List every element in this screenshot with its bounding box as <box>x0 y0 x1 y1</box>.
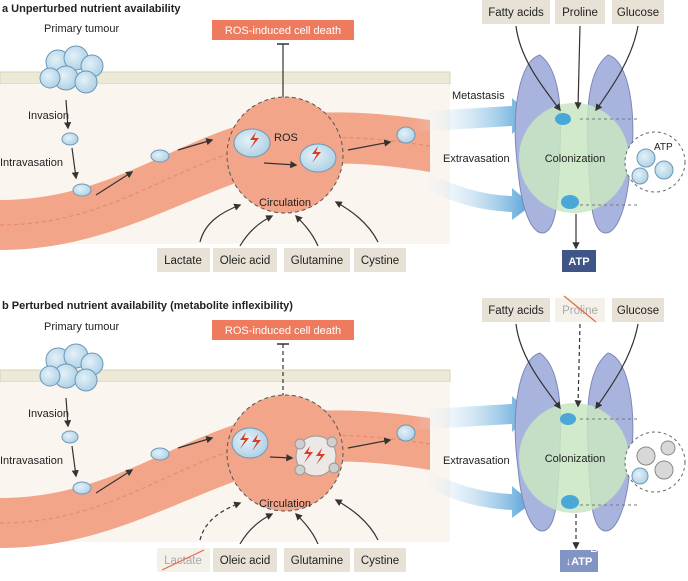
atp-output-a: ATP <box>562 250 596 272</box>
svg-text:Fatty acids: Fatty acids <box>488 7 544 19</box>
nutrient-proline-a: Proline <box>555 0 605 24</box>
nutrient-glucose-b: Glucose <box>612 298 664 322</box>
nutrient-glutamine-b: Glutamine <box>284 548 350 572</box>
zoom-cell-cluster-b <box>624 431 686 493</box>
panel-b-title: b Perturbed nutrient availability (metab… <box>2 300 293 312</box>
atp-output-b: ↓ATP <box>560 550 598 572</box>
primary-tumour-label-b: Primary tumour <box>44 321 120 333</box>
ros-label-a: ROS <box>274 132 298 144</box>
proline-strike <box>563 295 597 323</box>
ros-box-a <box>212 20 354 40</box>
colonization-circle-b <box>519 403 629 513</box>
primary-tumour-a <box>39 45 104 94</box>
svg-text:Oleic acid: Oleic acid <box>220 555 271 567</box>
extravasation-arrow-a <box>412 165 532 220</box>
invading-cell-b <box>61 430 79 444</box>
svg-text:Lactate: Lactate <box>164 555 202 567</box>
ros-box-label-b: ROS-induced cell death <box>225 325 341 337</box>
metastasis-arrow-a <box>412 98 532 134</box>
colonizing-cell-2-b <box>561 495 579 509</box>
dying-cell-b <box>294 435 340 477</box>
nutrient-oleic-acid-b: Oleic acid <box>213 548 277 572</box>
nutrient-fatty-acids-a: Fatty acids <box>482 0 550 24</box>
colonization-label-a: Colonization <box>545 153 606 165</box>
panel-b: b Perturbed nutrient availability (metab… <box>0 295 686 572</box>
zoom-cell-cluster-a <box>624 131 686 193</box>
primary-tumour-b <box>39 343 104 392</box>
circulation-circle-a <box>226 96 344 214</box>
svg-text:Cystine: Cystine <box>361 255 399 267</box>
nutrient-glucose-a: Glucose <box>612 0 664 24</box>
ros-box-b <box>212 320 354 340</box>
invasion-label-a: Invasion <box>28 110 69 122</box>
circulation-label-a: Circulation <box>259 197 311 209</box>
nutrient-cystine-b: Cystine <box>354 548 406 572</box>
invading-cell-a <box>61 132 79 146</box>
circulation-label-b: Circulation <box>259 498 311 510</box>
panel-a-title: a Unperturbed nutrient availability <box>2 3 181 15</box>
svg-text:Glutamine: Glutamine <box>291 255 343 267</box>
lactate-strike <box>161 549 205 571</box>
circulating-cell-b <box>150 447 170 461</box>
extravasation-label-b: Extravasation <box>443 455 510 467</box>
nutrient-glutamine-a: Glutamine <box>284 248 350 272</box>
intravasation-label-a: Intravasation <box>0 157 63 169</box>
svg-text:Oleic acid: Oleic acid <box>220 255 271 267</box>
exiting-cell-b <box>396 424 416 442</box>
panel-a: a Unperturbed nutrient availability Prim… <box>0 0 686 272</box>
svg-text:Fatty acids: Fatty acids <box>488 305 544 317</box>
invasion-label-b: Invasion <box>28 408 69 420</box>
ros-box-label-a: ROS-induced cell death <box>225 25 341 37</box>
svg-text:Cystine: Cystine <box>361 555 399 567</box>
extravasation-arrow-b <box>412 463 532 518</box>
svg-text:Proline: Proline <box>562 7 598 19</box>
primary-tumour-label-a: Primary tumour <box>44 23 120 35</box>
nutrient-fatty-acids-b: Fatty acids <box>482 298 550 322</box>
intravasation-label-b: Intravasation <box>0 455 63 467</box>
ros-cell-2-a <box>299 143 337 173</box>
circulation-circle-b <box>226 394 344 512</box>
extravasation-label-a: Extravasation <box>443 153 510 165</box>
circulating-cell-a <box>150 149 170 163</box>
colonizing-cell-1-a <box>555 113 571 125</box>
lung-atp-label-a: ATP <box>654 142 673 153</box>
svg-text:↓ATP: ↓ATP <box>566 556 593 568</box>
intravasating-cell-a <box>72 183 92 197</box>
svg-text:Glucose: Glucose <box>617 7 659 19</box>
svg-text:Proline: Proline <box>562 305 598 317</box>
colonizing-cell-1-b <box>560 413 576 425</box>
metastasis-label-a: Metastasis <box>452 90 505 102</box>
svg-text:ATP: ATP <box>568 256 589 268</box>
svg-text:Glucose: Glucose <box>617 305 659 317</box>
nutrient-oleic-acid-a: Oleic acid <box>213 248 277 272</box>
ros-cell-1-a <box>233 128 271 158</box>
colonizing-cell-2-a <box>561 195 579 209</box>
exiting-cell-a <box>396 126 416 144</box>
svg-text:Glutamine: Glutamine <box>291 555 343 567</box>
colonization-circle-a <box>519 103 629 213</box>
watermark: Dr HuoLab <box>590 540 653 555</box>
colonization-label-b: Colonization <box>545 453 606 465</box>
nutrient-proline-b: Proline <box>555 295 605 323</box>
nutrient-cystine-a: Cystine <box>354 248 406 272</box>
metastasis-arrow-b <box>412 396 532 432</box>
ros-cell-1-b <box>231 427 269 459</box>
nutrient-lactate-b: Lactate <box>157 548 210 572</box>
intravasating-cell-b <box>72 481 92 495</box>
svg-text:Lactate: Lactate <box>164 255 202 267</box>
nutrient-lactate-a: Lactate <box>157 248 210 272</box>
